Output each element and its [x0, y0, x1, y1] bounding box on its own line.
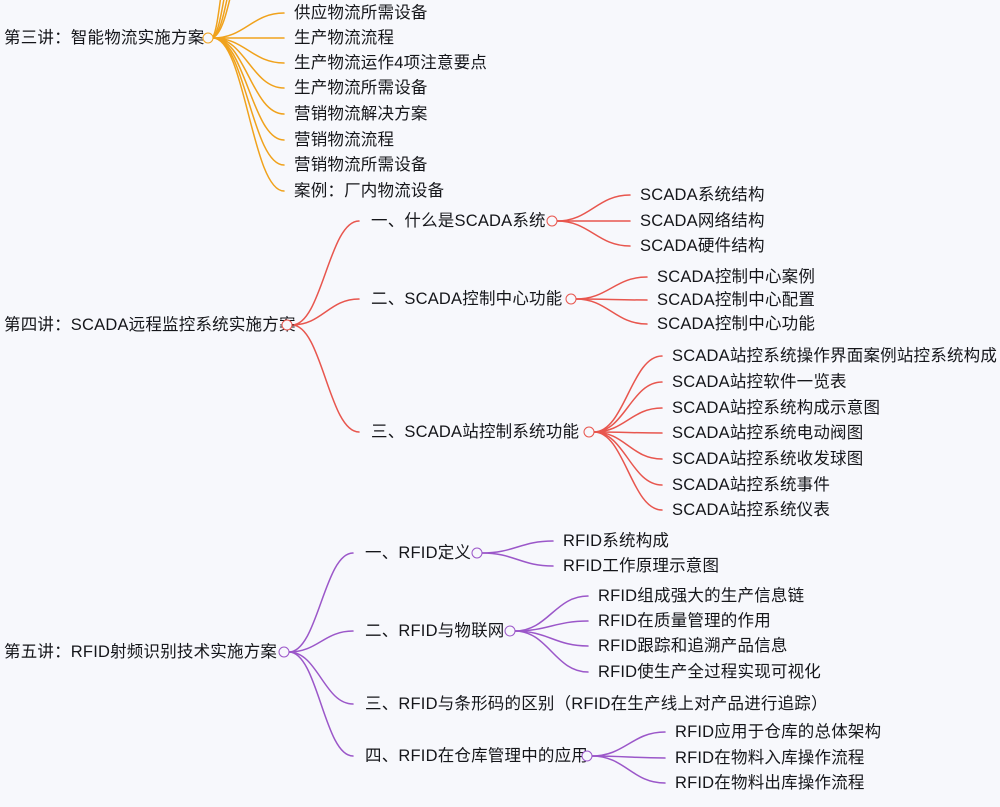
root-node-dot-lecture5[interactable] [278, 646, 290, 658]
branch-node-lecture5-3[interactable]: 四、RFID在仓库管理中的应用 [365, 746, 588, 765]
mindmap-edge [212, 37, 285, 192]
root-node-label-lecture4[interactable]: 第四讲：SCADA远程监控系统实施方案 [4, 315, 296, 334]
mindmap-edge [593, 431, 663, 511]
mindmap-edge [575, 276, 648, 300]
leaf-node-lecture5-0-1[interactable]: RFID工作原理示意图 [563, 556, 720, 575]
mindmap-edge [514, 595, 589, 632]
branch-node-lecture5-2[interactable]: 三、RFID与条形码的区别（RFID在生产线上对产品进行追踪） [365, 694, 828, 713]
mindmap-edge [556, 220, 631, 247]
mindmap-edge [591, 755, 666, 759]
leaf-node-lecture4-2-2[interactable]: SCADA站控系统构成示意图 [672, 398, 881, 417]
leaf-node-lecture3-6[interactable]: 营销物流所需设备 [294, 155, 428, 174]
mindmap-edge [212, 37, 285, 141]
leaf-node-lecture3-4[interactable]: 营销物流解决方案 [294, 104, 428, 123]
mindmap-edge-offscreen [210, 0, 222, 39]
mindmap-edge [212, 37, 285, 166]
leaf-node-lecture3-3[interactable]: 生产物流所需设备 [294, 78, 428, 97]
leaf-node-lecture4-2-0[interactable]: SCADA站控系统操作界面案例站控系统构成 [672, 346, 998, 365]
branch-node-dot-lecture4-1[interactable] [565, 293, 577, 305]
leaf-node-lecture5-1-1[interactable]: RFID在质量管理的作用 [598, 611, 771, 630]
mindmap-edge [288, 651, 354, 705]
leaf-node-lecture4-0-1[interactable]: SCADA网络结构 [640, 211, 765, 230]
mindmap-edge [481, 540, 554, 554]
mindmap-edge [212, 37, 285, 89]
branch-node-lecture4-1[interactable]: 二、SCADA控制中心功能 [371, 289, 563, 308]
leaf-node-lecture4-2-1[interactable]: SCADA站控软件一览表 [672, 372, 847, 391]
mindmap-edge [556, 194, 631, 222]
mindmap-edge [514, 630, 589, 673]
mindmap-edge [593, 381, 663, 433]
mindmap-edge [593, 407, 663, 433]
mindmap-edge [514, 630, 589, 647]
branch-node-dot-lecture5-0[interactable] [471, 547, 483, 559]
mindmap-edge [212, 37, 285, 64]
mindmap-edge [593, 431, 663, 434]
leaf-node-lecture5-1-2[interactable]: RFID跟踪和追溯产品信息 [598, 636, 788, 655]
mindmap-edge [212, 37, 285, 115]
leaf-node-lecture4-2-6[interactable]: SCADA站控系统仪表 [672, 500, 831, 519]
leaf-node-lecture5-3-2[interactable]: RFID在物料出库操作流程 [675, 773, 865, 792]
mindmap-edge [593, 355, 663, 433]
mindmap-edge-offscreen [210, 0, 231, 39]
root-node-dot-lecture3[interactable] [202, 32, 214, 44]
mindmap-edge [593, 431, 663, 486]
leaf-node-lecture4-0-2[interactable]: SCADA硬件结构 [640, 236, 765, 255]
leaf-node-lecture4-1-0[interactable]: SCADA控制中心案例 [657, 267, 816, 286]
branch-node-dot-lecture5-1[interactable] [504, 625, 516, 637]
mindmap-edge [288, 552, 354, 653]
mindmap-edge [291, 220, 360, 326]
mindmap-edge-offscreen [210, 0, 225, 39]
leaf-node-lecture5-3-1[interactable]: RFID在物料入库操作流程 [675, 748, 865, 767]
root-node-label-lecture3[interactable]: 第三讲：智能物流实施方案 [4, 28, 205, 47]
leaf-node-lecture4-2-3[interactable]: SCADA站控系统电动阀图 [672, 423, 864, 442]
mindmap-edge [291, 298, 360, 326]
leaf-node-lecture3-2[interactable]: 生产物流运作4项注意要点 [294, 53, 488, 72]
mindmap-edge [575, 298, 648, 301]
leaf-node-lecture5-3-0[interactable]: RFID应用于仓库的总体架构 [675, 722, 882, 741]
mindmap-edge [212, 12, 285, 39]
branch-node-lecture4-0[interactable]: 一、什么是SCADA系统 [371, 211, 546, 230]
branch-node-dot-lecture5-3[interactable] [581, 750, 593, 762]
mindmap-edge [514, 620, 589, 632]
leaf-node-lecture3-5[interactable]: 营销物流流程 [294, 130, 395, 149]
branch-node-lecture5-1[interactable]: 二、RFID与物联网 [365, 621, 505, 640]
mindmap-edge [288, 630, 354, 653]
mindmap-edge [291, 324, 360, 433]
branch-node-dot-lecture4-2[interactable] [583, 426, 595, 438]
leaf-node-lecture3-1[interactable]: 生产物流流程 [294, 28, 395, 47]
leaf-node-lecture5-0-0[interactable]: RFID系统构成 [563, 531, 670, 550]
leaf-node-lecture4-1-2[interactable]: SCADA控制中心功能 [657, 314, 816, 333]
root-node-label-lecture5[interactable]: 第五讲：RFID射频识别技术实施方案 [4, 642, 278, 661]
mindmap-edge-offscreen [210, 0, 228, 39]
mindmap-edge [591, 755, 666, 784]
leaf-node-lecture5-1-0[interactable]: RFID组成强大的生产信息链 [598, 586, 805, 605]
mindmap-edge [575, 298, 648, 325]
mindmap-edge [591, 731, 666, 757]
branch-node-lecture5-0[interactable]: 一、RFID定义 [365, 543, 472, 562]
leaf-node-lecture4-2-4[interactable]: SCADA站控系统收发球图 [672, 449, 864, 468]
leaf-node-lecture4-1-1[interactable]: SCADA控制中心配置 [657, 290, 816, 309]
branch-node-lecture4-2[interactable]: 三、SCADA站控制系统功能 [371, 422, 580, 441]
leaf-node-lecture4-0-0[interactable]: SCADA系统结构 [640, 185, 765, 204]
leaf-node-lecture4-2-5[interactable]: SCADA站控系统事件 [672, 475, 831, 494]
mindmap-edge [481, 552, 554, 567]
mindmap-edge [288, 651, 354, 757]
root-node-dot-lecture4[interactable] [281, 319, 293, 331]
branch-node-dot-lecture4-0[interactable] [546, 215, 558, 227]
leaf-node-lecture3-0[interactable]: 供应物流所需设备 [294, 3, 428, 22]
leaf-node-lecture3-7[interactable]: 案例：厂内物流设备 [294, 181, 445, 200]
leaf-node-lecture5-1-3[interactable]: RFID使生产全过程实现可视化 [598, 662, 821, 681]
mindmap-edge [593, 431, 663, 460]
